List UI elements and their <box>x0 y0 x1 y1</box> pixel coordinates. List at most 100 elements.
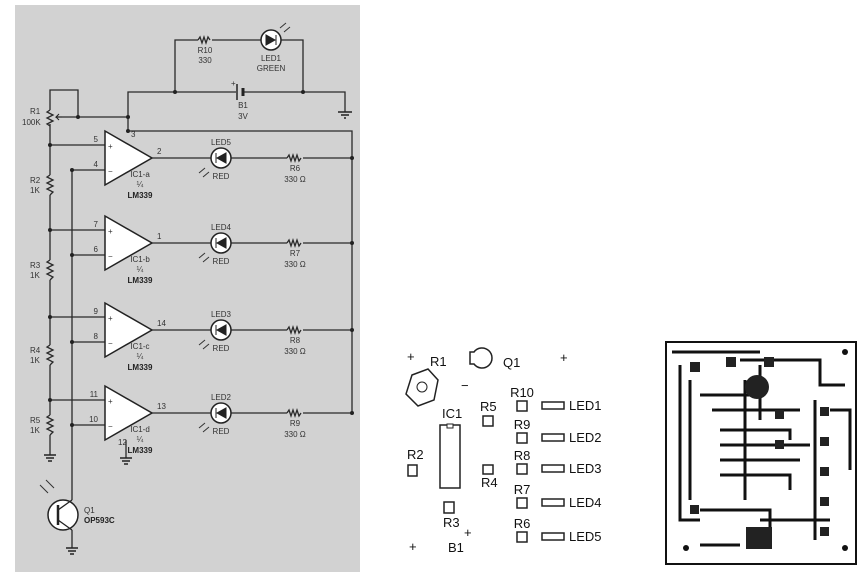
comparator-fraction: ¼ <box>137 352 144 361</box>
minus-input-sign: − <box>108 339 113 348</box>
junction <box>48 143 52 147</box>
pcb-trimpot-pad <box>745 375 769 399</box>
led1-label: LED1 <box>261 54 282 63</box>
silk-led-label: LED2 <box>569 430 602 445</box>
q1-outline-icon <box>469 347 493 369</box>
resistor-label: R9 <box>290 419 301 428</box>
led-label: LED5 <box>211 138 232 147</box>
ground-icon <box>44 454 56 462</box>
pin-out: 14 <box>157 319 166 328</box>
resistor-icon <box>286 237 302 249</box>
junction <box>48 315 52 319</box>
led-icon <box>198 402 232 433</box>
pin-plus: 7 <box>94 220 99 229</box>
led-label: LED4 <box>211 223 232 232</box>
junction <box>70 168 74 172</box>
resistor-pad <box>516 400 528 412</box>
resistor-pad <box>516 463 528 475</box>
silk-r5: R5 <box>480 399 497 414</box>
light-arrows <box>198 422 210 433</box>
junction <box>70 340 74 344</box>
resistor-r3 <box>45 259 55 281</box>
wire-stage <box>50 229 352 256</box>
silk-resistor-label: R6 <box>514 516 531 531</box>
ground-icon <box>120 457 132 465</box>
silk-plus: + <box>560 350 568 365</box>
junction <box>350 411 354 415</box>
wire-right-rail <box>128 130 353 413</box>
junction <box>48 398 52 402</box>
resistor-value: 330 Ω <box>284 347 306 356</box>
pin-ground: 12 <box>118 438 127 447</box>
comparator-fraction: ¼ <box>137 435 144 444</box>
resistor-value: 330 Ω <box>284 175 306 184</box>
comparator-name: IC1-d <box>130 425 150 434</box>
silk-r4: R4 <box>481 475 498 490</box>
pin-minus: 8 <box>94 332 99 341</box>
resistor-icon <box>286 152 302 164</box>
junction <box>350 241 354 245</box>
silk-led-label: LED4 <box>569 495 602 510</box>
diode-symbol <box>215 152 227 164</box>
silk-r1: R1 <box>430 354 447 369</box>
divider-resistor-value: 1K <box>30 426 40 435</box>
silk-plus: + <box>464 525 472 540</box>
divider-resistor-value: 1K <box>30 186 40 195</box>
resistor-value: 330 Ω <box>284 430 306 439</box>
resistor-r5 <box>45 414 55 436</box>
led-label: LED3 <box>211 310 232 319</box>
divider-resistor-value: 1K <box>30 271 40 280</box>
led-pad <box>541 498 565 507</box>
comparator-part: LM339 <box>128 446 153 455</box>
potentiometer-r1 <box>45 109 55 127</box>
comparator-icon <box>104 129 154 187</box>
divider-resistor-label: R2 <box>30 176 41 185</box>
resistor-value: 330 Ω <box>284 260 306 269</box>
comparator-part: LM339 <box>128 191 153 200</box>
pin-minus: 10 <box>89 415 98 424</box>
resistor-label: R7 <box>290 249 301 258</box>
ic1-outline <box>439 424 461 489</box>
led-color: RED <box>213 344 230 353</box>
comparator-icon <box>104 301 154 359</box>
parts-layout: R1 Q1 + + − IC1 R2 R5 R4 R3 B1 + + R10LE… <box>405 347 602 555</box>
silk-led-label: LED3 <box>569 461 602 476</box>
led-pad <box>541 401 565 410</box>
minus-input-sign: − <box>108 252 113 261</box>
phototransistor-q1-icon <box>39 479 79 531</box>
minus-input-sign: − <box>108 167 113 176</box>
r10-label: R10 <box>198 46 213 55</box>
led-color: RED <box>213 172 230 181</box>
led-pad <box>541 532 565 541</box>
resistor-pad <box>516 432 528 444</box>
r1-label: R1 <box>30 107 41 116</box>
silk-ic1: IC1 <box>442 406 462 421</box>
silk-led-label: LED5 <box>569 529 602 544</box>
ground-icon <box>66 547 78 555</box>
led-pad <box>541 464 565 473</box>
divider-resistor-value: 1K <box>30 356 40 365</box>
comparator-fraction: ¼ <box>137 180 144 189</box>
comparator-icon <box>104 214 154 272</box>
pin-minus: 4 <box>94 160 99 169</box>
led-color: RED <box>213 427 230 436</box>
comparator-icon <box>104 384 154 442</box>
wire-stage <box>50 399 352 426</box>
schematic-diagram: R10 330 LED1 GREEN + B1 3V R1 100K 3 <box>15 5 360 572</box>
silk-q1: Q1 <box>503 355 520 370</box>
led1-icon <box>260 22 291 51</box>
silk-plus: + <box>407 349 415 364</box>
pin-out: 2 <box>157 147 162 156</box>
resistor-icon <box>286 407 302 419</box>
divider-resistor-label: R3 <box>30 261 41 270</box>
ground-icon <box>338 111 352 119</box>
divider-resistor-label: R4 <box>30 346 41 355</box>
led-pad <box>541 433 565 442</box>
q1-part: OP593C <box>84 516 115 525</box>
